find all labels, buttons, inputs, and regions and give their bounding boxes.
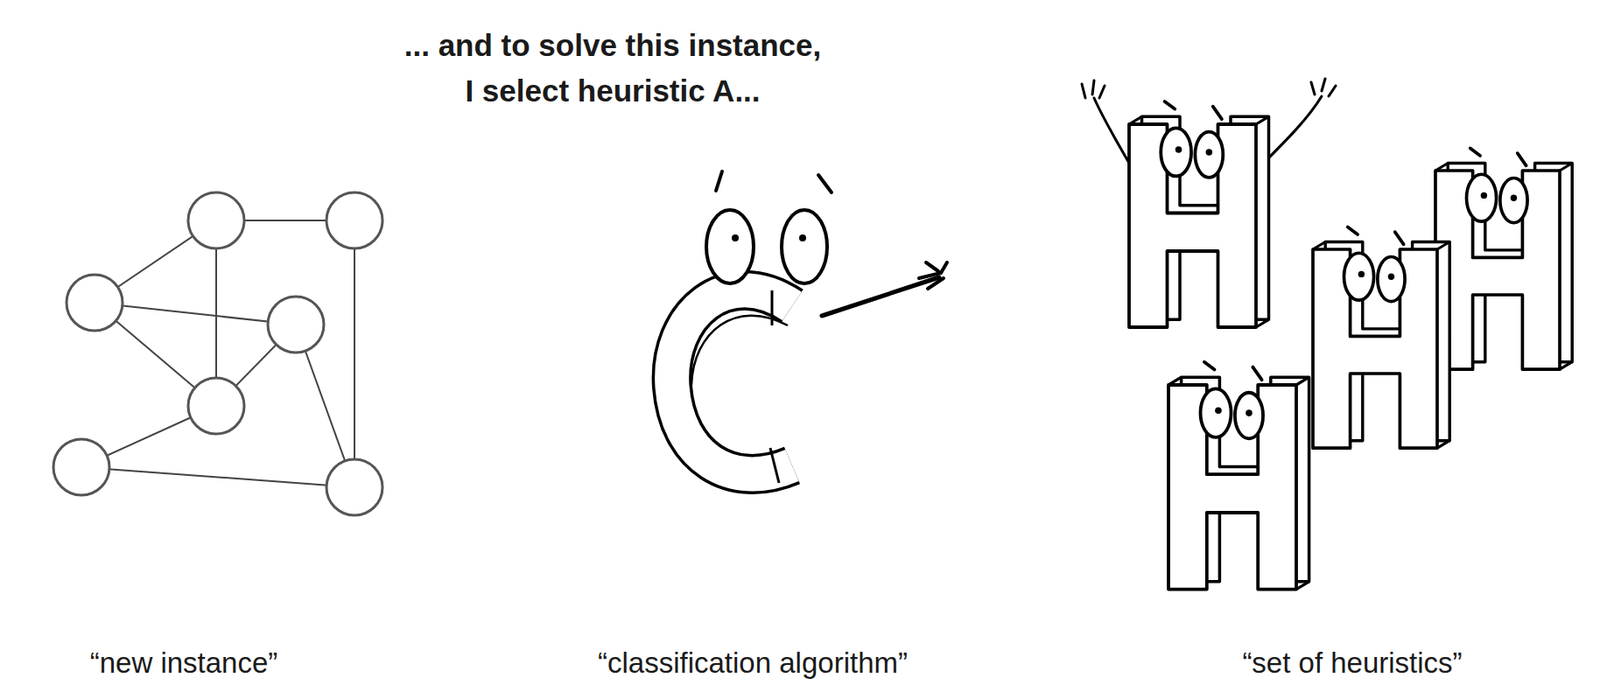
classifier-character-part [771, 290, 774, 326]
graph-vertex-part [326, 192, 383, 249]
classifier-character-part [770, 448, 779, 484]
cheering-arms-part [1311, 78, 1336, 97]
graph-vertex-part [188, 378, 245, 435]
heuristic-characters-part [1129, 101, 1270, 328]
graph-vertex-part [53, 439, 110, 496]
cheering-arms-part [1081, 80, 1105, 99]
cheering-arms-part [1094, 98, 1131, 167]
classifier-character-part [691, 315, 788, 386]
caption-label: “new instance” [90, 645, 279, 681]
graph-vertex-part [326, 459, 383, 516]
graph-vertex-part [188, 192, 245, 249]
classifier-character-part [781, 210, 828, 284]
classifier-character-part [731, 234, 739, 242]
graph-vertex [53, 192, 383, 516]
classifier-character-part [706, 210, 754, 284]
classifier-character-part [672, 290, 793, 475]
heuristic-characters-part [1435, 147, 1572, 370]
classifier-character-part [919, 262, 948, 289]
graph-instance [81, 220, 355, 488]
heuristic-characters [1081, 78, 1572, 590]
classifier-character-part [715, 171, 723, 191]
graph-instance-part [353, 220, 356, 488]
graph-vertex-part [267, 296, 324, 353]
classifier-character-part [818, 175, 832, 193]
heuristic-characters-part [1168, 362, 1310, 590]
graph-instance-part [94, 302, 296, 325]
graph-instance-part [81, 467, 355, 488]
classifier-character-part [799, 234, 807, 242]
speech-text: ... and to solve this instance, I select… [401, 22, 825, 114]
classifier-character-part [821, 277, 940, 316]
caption-label: “set of heuristics” [1242, 645, 1462, 681]
classifier-character [672, 171, 948, 484]
classifier-character-part [672, 290, 793, 475]
caption-label: “classification algorithm” [597, 645, 908, 681]
graph-vertex-part [66, 274, 123, 331]
heuristic-characters-part [1312, 226, 1450, 449]
